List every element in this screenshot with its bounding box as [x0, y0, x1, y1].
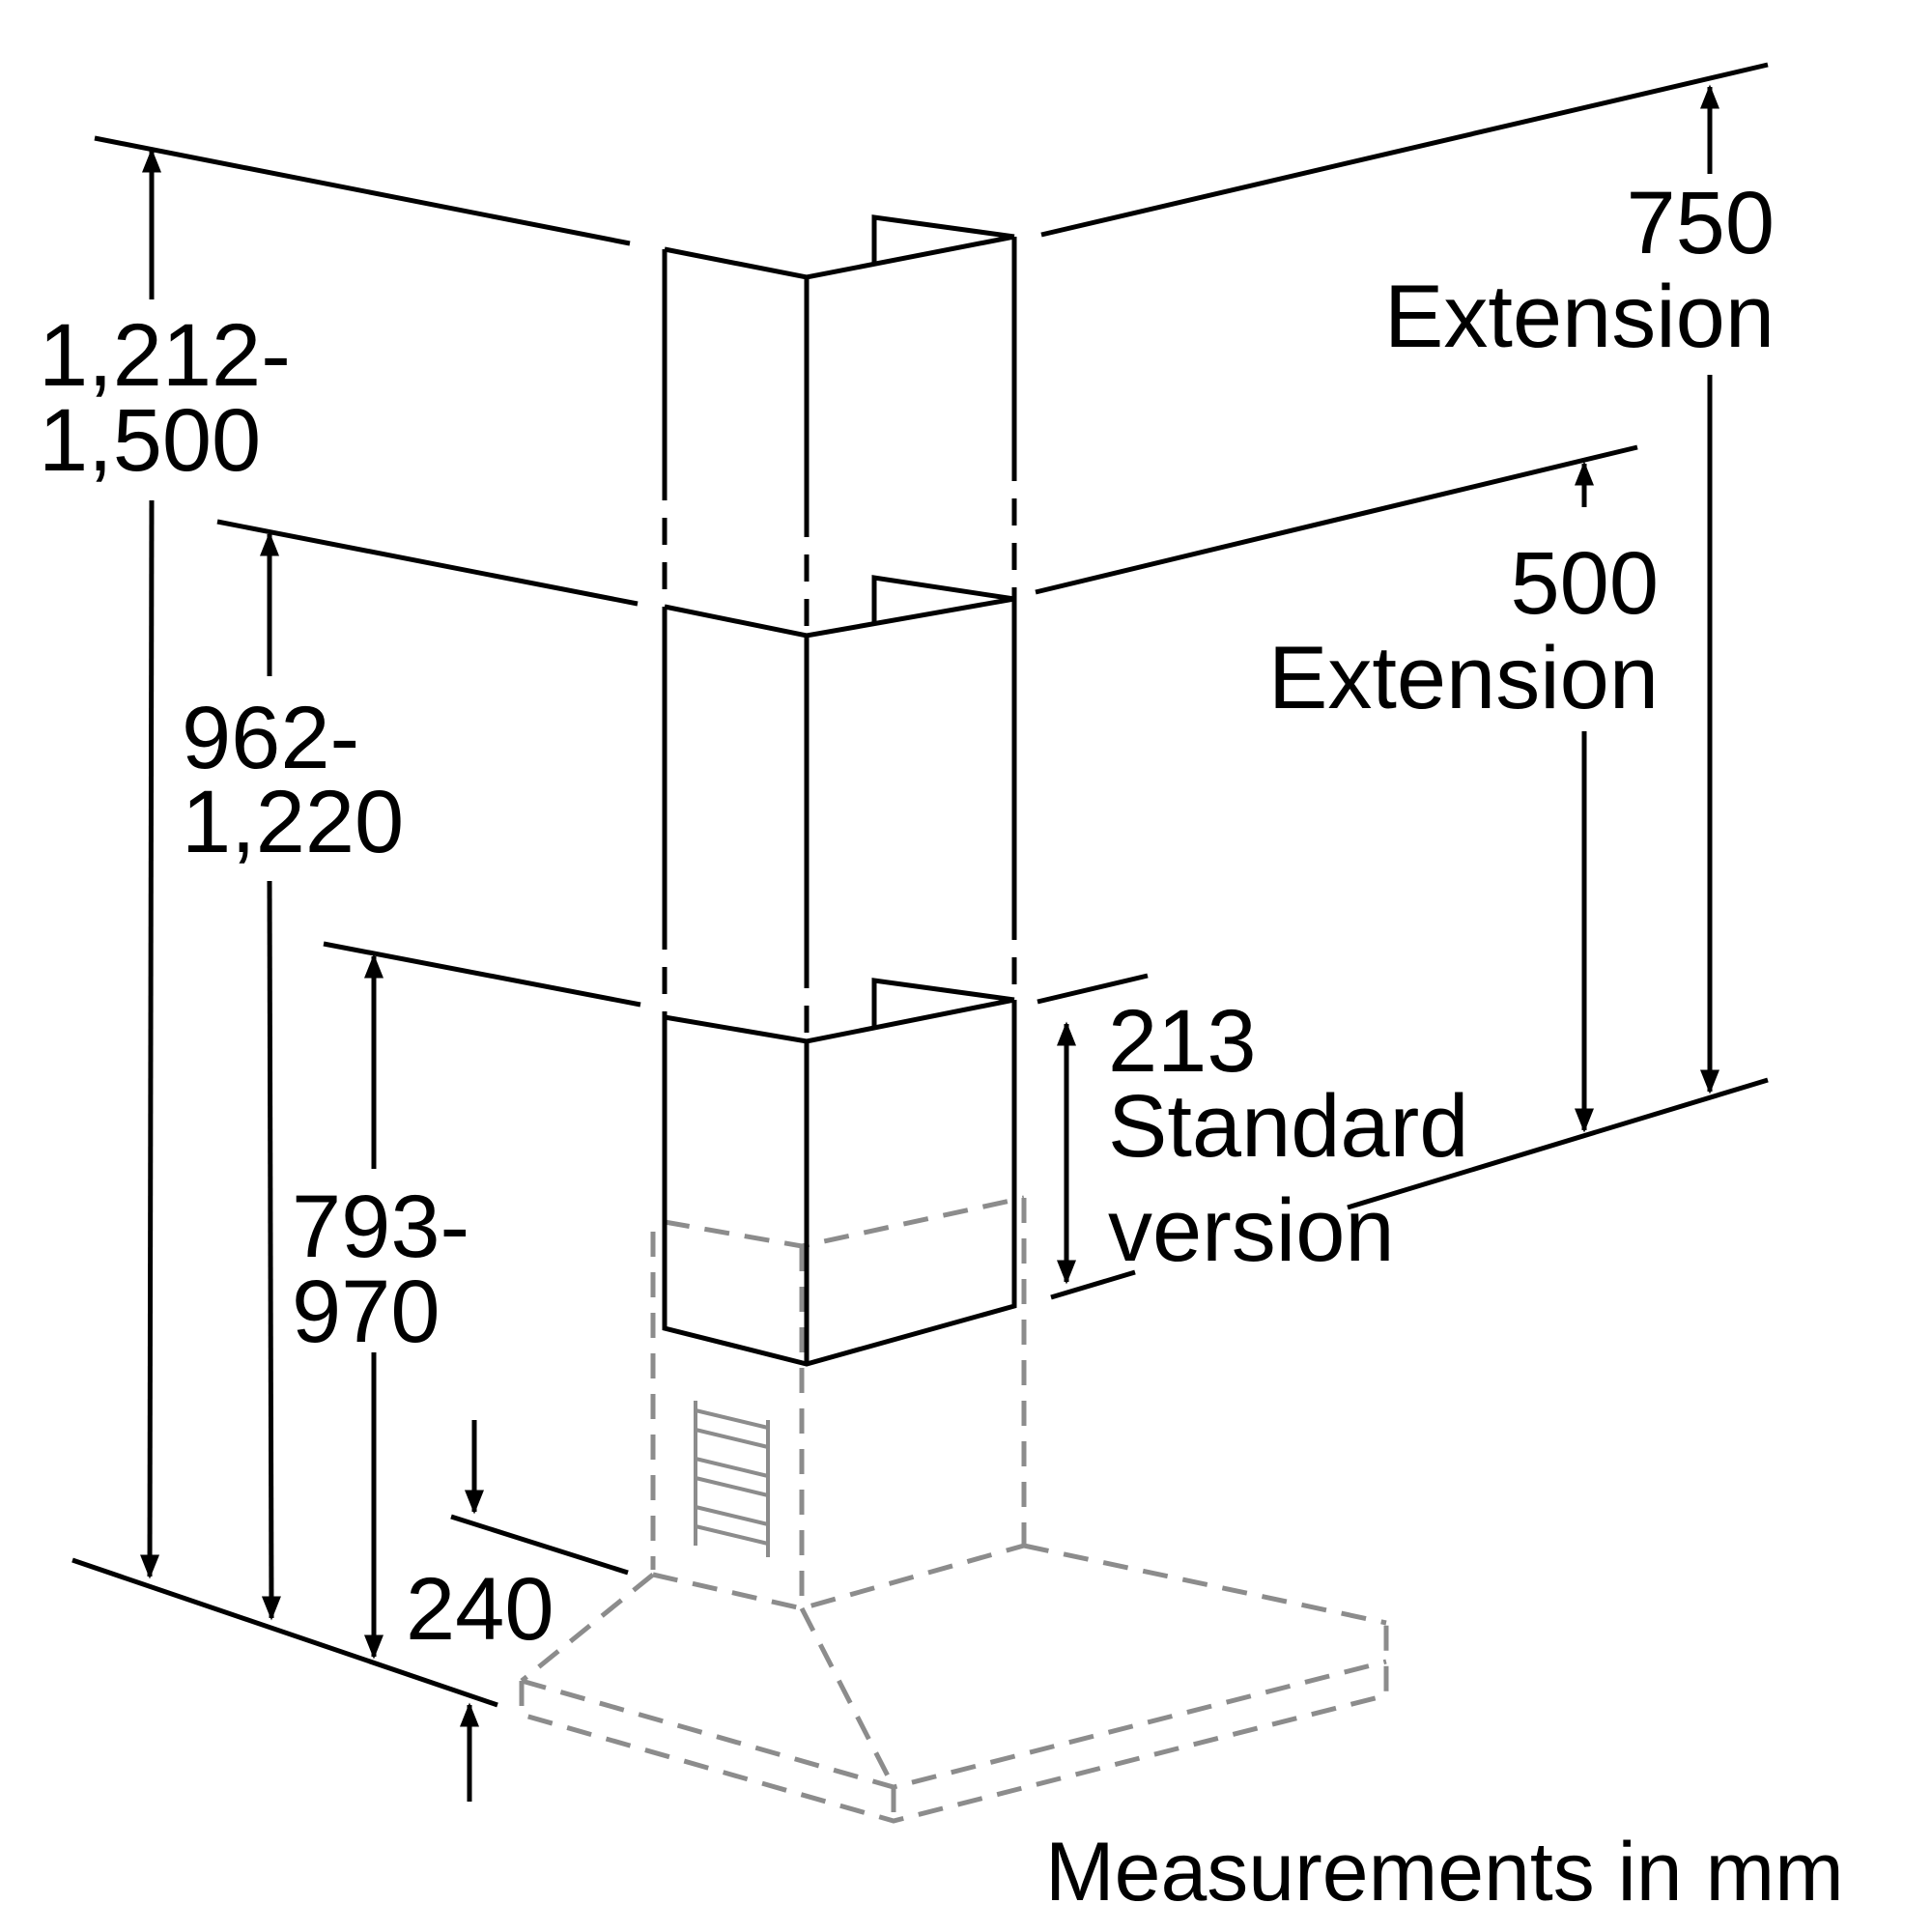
- dim-500-value: 500: [1510, 534, 1660, 633]
- hood-canopy-outline: [519, 1195, 1389, 1824]
- dim-500-label: Extension: [1267, 629, 1659, 727]
- dim-962-1220-line2: 1,220: [182, 773, 405, 871]
- measurements-caption: Measurements in mm: [1045, 1826, 1844, 1918]
- chimney-500-section: [662, 575, 1017, 961]
- dim-750-label: Extension: [1383, 268, 1775, 366]
- dim-962-1220-lower: [261, 880, 281, 1621]
- chimney-500-overlap: [662, 913, 1017, 1041]
- vent-slots: [694, 1401, 770, 1557]
- dim-750-value: 750: [1626, 174, 1776, 272]
- dim-962-1220-line1: 962-: [182, 689, 360, 787]
- dim-213-value: 213: [1108, 992, 1257, 1091]
- chimney-750-overlap: [662, 454, 1017, 636]
- chimney-750-section: [662, 214, 1017, 510]
- chimney-standard-section: [662, 978, 1017, 1367]
- dim-793-970-line2: 970: [292, 1263, 440, 1361]
- dim-213-label1: Standard: [1108, 1077, 1469, 1176]
- dim-213-label2: version: [1108, 1181, 1395, 1280]
- dim-1212-1500-lower: [140, 499, 160, 1579]
- dim-1212-1500-line1: 1,212-: [39, 306, 291, 405]
- dim-1212-1500-line2: 1,500: [39, 391, 262, 490]
- dim-240-value: 240: [406, 1560, 554, 1659]
- dimension-arrows: [140, 84, 1719, 1802]
- dim-793-970-line1: 793-: [292, 1178, 470, 1276]
